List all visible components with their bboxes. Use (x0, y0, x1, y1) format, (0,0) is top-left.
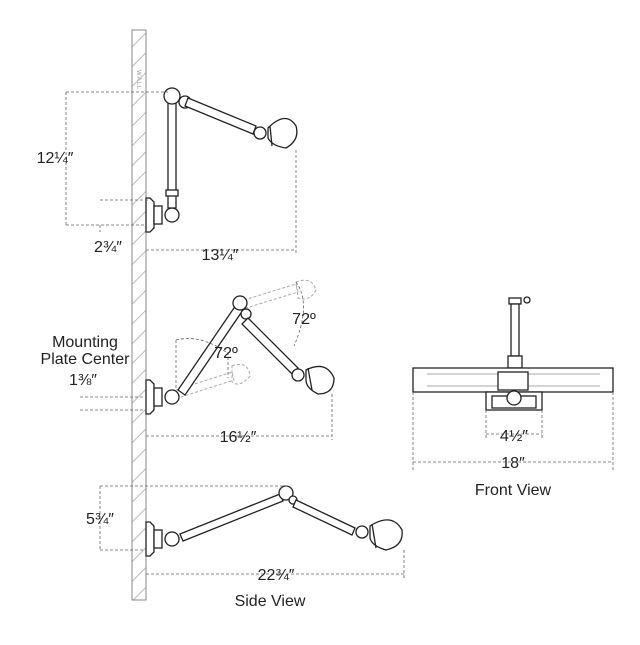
side-view-label: Side View (235, 593, 306, 610)
config-3-height: 5¾″ (86, 511, 114, 528)
config-2-extension: 16½″ (220, 429, 257, 446)
angle-upper: 72º (292, 311, 316, 328)
config-3-extension: 22¾″ (258, 567, 295, 584)
wall-label: WALL (135, 70, 141, 90)
front-view-dimensions (412, 392, 614, 470)
config-1-extension: 13¼″ (202, 247, 239, 264)
front-backplate-width: 4½″ (500, 428, 528, 445)
side-config-2-ghost (175, 279, 317, 399)
mounting-label-line1: Mounting (52, 334, 118, 351)
front-overall-width: 18″ (501, 455, 525, 472)
side-config-2-lamp (145, 295, 335, 415)
angle-lower: 72º (214, 345, 238, 362)
config-1-offset-below: 2¾″ (94, 239, 122, 256)
mounting-label-line2: Plate Center (41, 351, 131, 368)
side-config-2-dimensions (80, 281, 333, 440)
front-view-lamp (412, 296, 614, 411)
mounting-offset: 1⅜″ (69, 372, 97, 389)
front-view-label: Front View (475, 482, 552, 499)
wall: WALL (131, 29, 147, 601)
side-config-1-dimensions (65, 91, 297, 255)
config-1-height: 12¼″ (37, 150, 74, 167)
side-config-1-lamp (145, 87, 298, 233)
side-config-3-lamp (145, 485, 403, 557)
side-config-3-dimensions (99, 485, 405, 578)
